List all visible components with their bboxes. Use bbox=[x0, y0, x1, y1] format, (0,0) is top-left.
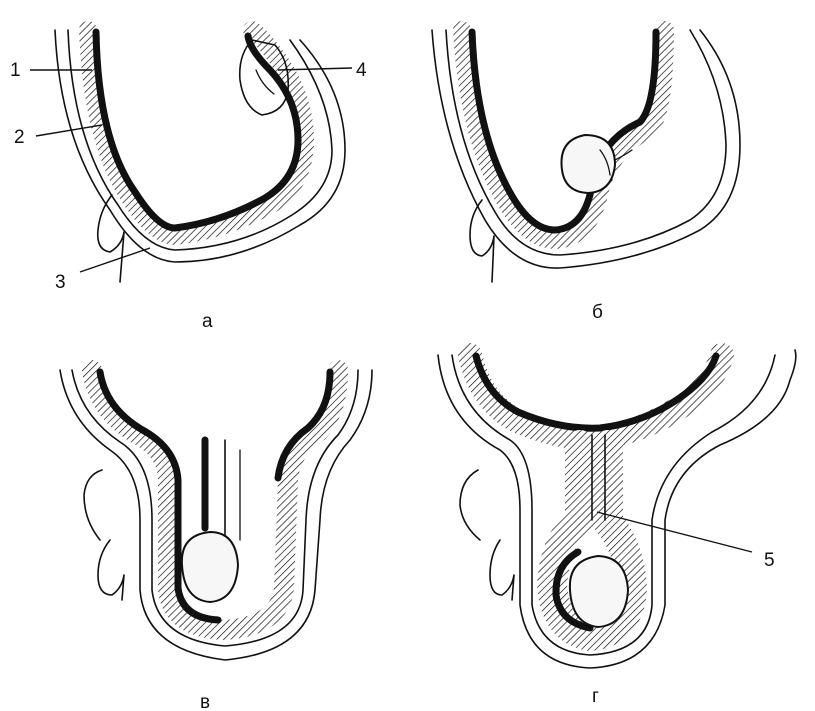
panel-c: в bbox=[60, 370, 372, 711]
callout-3: 3 bbox=[55, 272, 66, 293]
callout-2: 2 bbox=[14, 127, 25, 148]
callout-4: 4 bbox=[356, 60, 367, 81]
panel-label-d: г bbox=[592, 686, 599, 707]
panel-d: 5 г bbox=[438, 350, 796, 707]
panel-label-c: в bbox=[200, 692, 210, 711]
panel-a: 1 2 3 4 а bbox=[10, 30, 367, 332]
panel-b: б bbox=[432, 30, 740, 323]
callout-5: 5 bbox=[764, 550, 775, 571]
callout-1: 1 bbox=[10, 60, 21, 81]
panel-label-a: а bbox=[202, 311, 213, 332]
panel-label-b: б bbox=[592, 302, 603, 323]
